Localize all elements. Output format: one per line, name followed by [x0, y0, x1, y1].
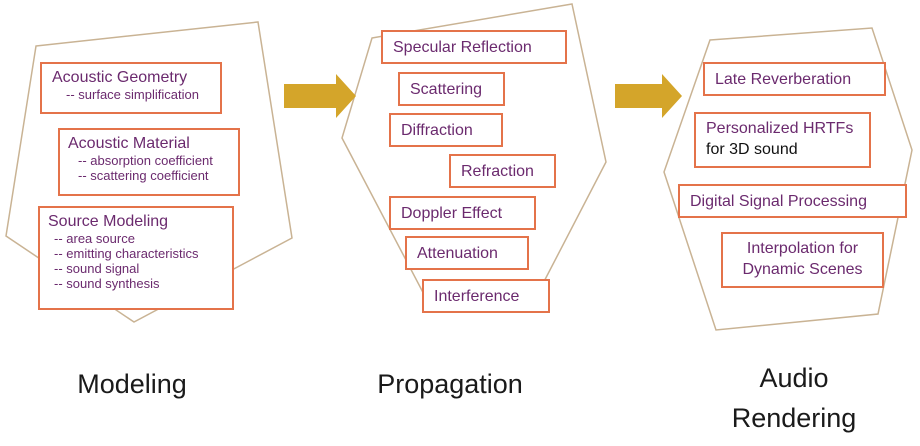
propagation-item-label: Interference — [434, 288, 520, 305]
arrow-2-icon — [615, 74, 682, 118]
propagation-item-specular-reflection: Specular Reflection — [381, 30, 567, 64]
hrtf-box: Personalized HRTFs for 3D sound — [694, 112, 871, 168]
propagation-item-attenuation: Attenuation — [405, 236, 529, 270]
acoustic-geometry-box: Acoustic Geometry -- surface simplificat… — [40, 62, 222, 114]
rendering-outline — [663, 27, 913, 331]
acoustic-material-title: Acoustic Material — [68, 135, 190, 152]
source-modeling-item: -- sound synthesis — [54, 276, 160, 291]
dsp-label: Digital Signal Processing — [690, 193, 867, 210]
propagation-caption: Propagation — [377, 369, 523, 399]
source-modeling-box: Source Modeling -- area source -- emitti… — [38, 206, 234, 310]
propagation-item-refraction: Refraction — [449, 154, 556, 188]
interpolation-label: Interpolation for — [746, 240, 859, 257]
propagation-item-scattering: Scattering — [398, 72, 505, 106]
arrow-1-icon — [284, 74, 356, 118]
modeling-caption: Modeling — [77, 369, 187, 399]
rendering-caption-line1: Audio — [759, 363, 829, 393]
acoustic-geometry-item: -- surface simplification — [66, 87, 199, 102]
propagation-item-diffraction: Diffraction — [389, 113, 503, 147]
propagation-item-label: Attenuation — [417, 245, 498, 262]
late-reverberation-box: Late Reverberation — [703, 62, 886, 96]
propagation-item-doppler-effect: Doppler Effect — [389, 196, 536, 230]
interpolation-box: Interpolation for Dynamic Scenes — [721, 232, 884, 288]
acoustic-material-item: -- scattering coefficient — [78, 168, 209, 183]
rendering-caption-line2: Rendering — [731, 403, 857, 433]
hrtf-sublabel: for 3D sound — [706, 141, 798, 158]
propagation-item-label: Scattering — [410, 81, 483, 98]
interpolation-sublabel: Dynamic Scenes — [742, 261, 863, 278]
source-modeling-item: -- emitting characteristics — [54, 246, 199, 261]
propagation-item-interference: Interference — [422, 279, 550, 313]
propagation-item-label: Specular Reflection — [393, 39, 532, 56]
acoustic-material-item: -- absorption coefficient — [78, 153, 213, 168]
propagation-item-label: Refraction — [461, 163, 534, 180]
propagation-item-label: Diffraction — [401, 122, 473, 139]
propagation-item-label: Doppler Effect — [401, 205, 503, 222]
dsp-box: Digital Signal Processing — [678, 184, 907, 218]
acoustic-material-box: Acoustic Material -- absorption coeffici… — [58, 128, 240, 196]
source-modeling-title: Source Modeling — [48, 213, 169, 230]
late-reverberation-label: Late Reverberation — [715, 71, 852, 88]
hrtf-label: Personalized HRTFs — [706, 120, 854, 137]
source-modeling-item: -- sound signal — [54, 261, 140, 276]
source-modeling-item: -- area source — [54, 231, 135, 246]
acoustic-geometry-title: Acoustic Geometry — [52, 69, 188, 86]
